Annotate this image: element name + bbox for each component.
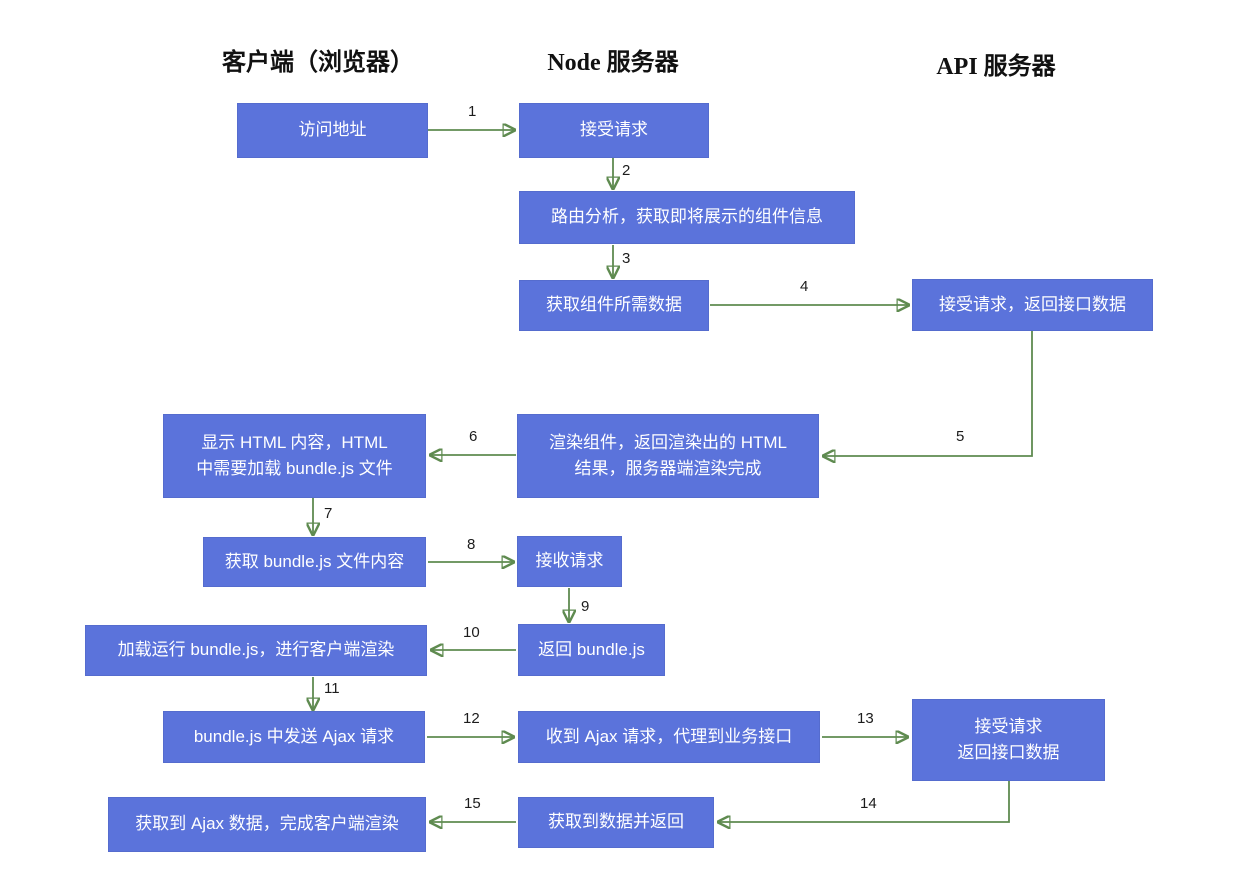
- edge-label-7: 7: [324, 505, 333, 522]
- edge-label-11: 11: [324, 680, 340, 697]
- edge-label-5: 5: [956, 428, 965, 445]
- node-accept-request: 接受请求: [519, 103, 709, 158]
- node-fetch-component-data: 获取组件所需数据: [519, 280, 709, 331]
- column-header-node: Node 服务器: [547, 50, 679, 76]
- node-receive-request: 接收请求: [517, 536, 622, 587]
- arrow-5: [824, 331, 1033, 456]
- node-send-ajax: bundle.js 中发送 Ajax 请求: [163, 711, 425, 763]
- node-api-return-data: 接受请求，返回接口数据: [912, 279, 1153, 331]
- node-got-ajax: 获取到 Ajax 数据，完成客户端渲染: [108, 797, 426, 852]
- node-visit-url: 访问地址: [237, 103, 428, 158]
- column-header-api: API 服务器: [936, 54, 1056, 80]
- edge-label-13: 13: [857, 710, 874, 727]
- edge-label-12: 12: [463, 710, 480, 727]
- edge-label-4: 4: [800, 278, 809, 295]
- edge-label-1: 1: [468, 103, 477, 120]
- node-show-html: 显示 HTML 内容，HTML 中需要加载 bundle.js 文件: [163, 414, 426, 498]
- node-return-bundle: 返回 bundle.js: [518, 624, 665, 676]
- edge-label-3: 3: [622, 250, 631, 267]
- edge-label-2: 2: [622, 162, 631, 179]
- column-header-client: 客户端（浏览器）: [222, 50, 414, 76]
- edge-label-8: 8: [467, 536, 476, 553]
- node-return-data: 获取到数据并返回: [518, 797, 714, 848]
- node-route-analysis: 路由分析，获取即将展示的组件信息: [519, 191, 855, 244]
- node-render-component: 渲染组件，返回渲染出的 HTML 结果，服务器端渲染完成: [517, 414, 819, 498]
- node-proxy-ajax: 收到 Ajax 请求，代理到业务接口: [518, 711, 820, 763]
- edge-label-10: 10: [463, 624, 480, 641]
- node-run-bundle: 加载运行 bundle.js，进行客户端渲染: [85, 625, 427, 676]
- edge-label-14: 14: [860, 795, 877, 812]
- edge-label-15: 15: [464, 795, 481, 812]
- edge-label-6: 6: [469, 428, 478, 445]
- edge-label-9: 9: [581, 598, 590, 615]
- node-api-return-data-2: 接受请求 返回接口数据: [912, 699, 1105, 781]
- node-get-bundle: 获取 bundle.js 文件内容: [203, 537, 426, 587]
